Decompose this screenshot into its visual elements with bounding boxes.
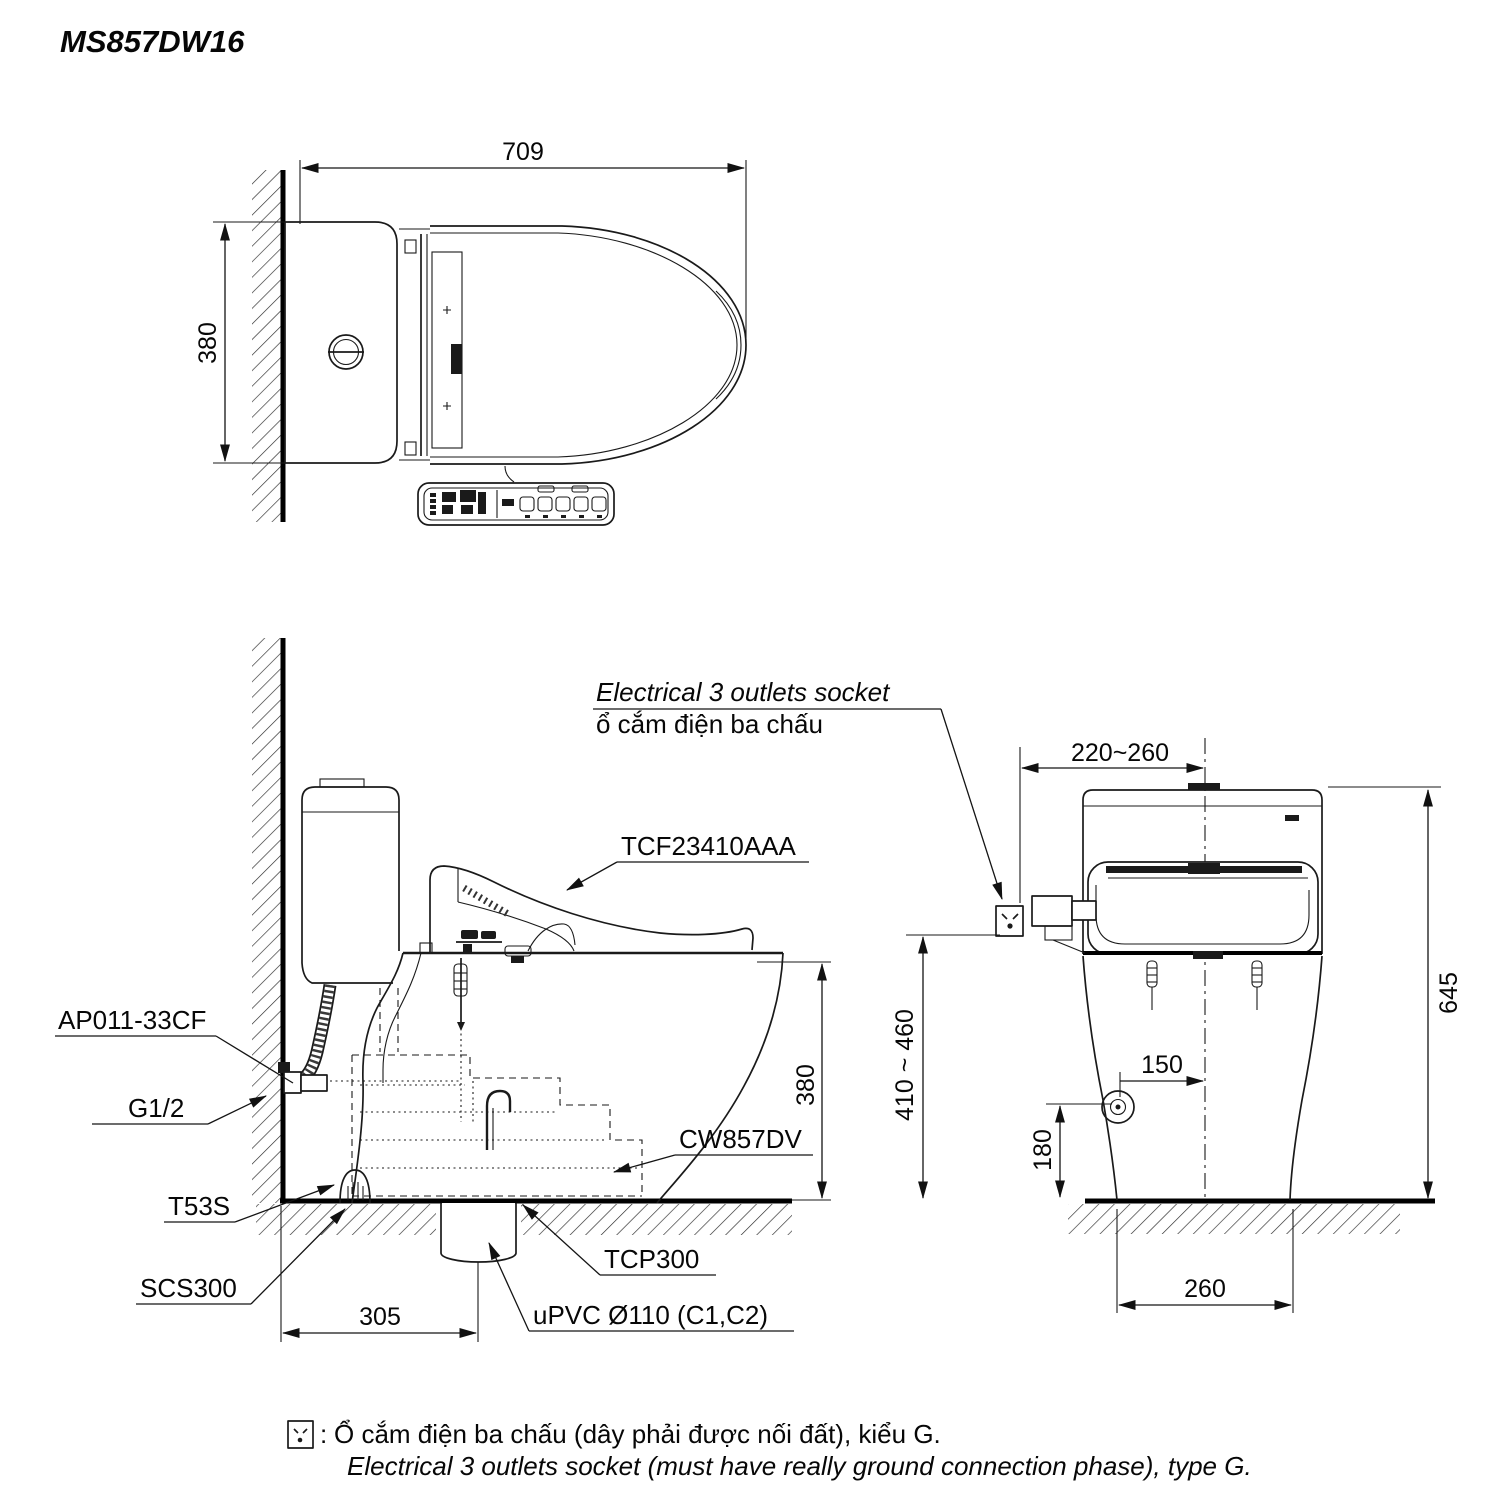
dimension-socket-offset: 220~260 xyxy=(1019,739,1205,903)
remote-control xyxy=(417,465,615,526)
legend-line-en: Electrical 3 outlets socket (must have r… xyxy=(347,1451,1252,1481)
callout-washlet: TCF23410AAA xyxy=(566,831,809,891)
dimension-seat-height: 380 xyxy=(757,961,831,1200)
dim-total-height-value: 645 xyxy=(1435,972,1463,1014)
dim-trap-distance-value: 305 xyxy=(359,1303,401,1331)
dimension-trap-distance: 305 xyxy=(280,1206,479,1342)
seat-lid-plan xyxy=(430,225,747,465)
brand-logo xyxy=(1285,815,1299,821)
legend-line-vi: Ổ cắm điện ba chấu (dây phải được nối đấ… xyxy=(334,1419,941,1449)
socket-icon xyxy=(995,905,1024,937)
dim-socket-offset-value: 220~260 xyxy=(1071,739,1169,767)
washlet-side xyxy=(429,865,754,1031)
water-inlet xyxy=(1101,1090,1135,1124)
stop-valve-model: AP011-33CF xyxy=(58,1005,206,1035)
washlet-body-plan xyxy=(399,228,463,461)
washlet-front xyxy=(1083,861,1322,959)
side-view: 380 305 Electrical 3 outlets socket ổ cắ… xyxy=(55,638,1003,1342)
dimension-total-height: 645 xyxy=(1328,786,1463,1200)
dimension-socket-height: 410 ~ 460 xyxy=(891,934,1000,1200)
supply-hose xyxy=(278,984,474,1122)
hose-coupling xyxy=(300,1074,328,1092)
adapter-label: TCP300 xyxy=(604,1244,699,1274)
drain-pipe-label: uPVC Ø110 (C1,C2) xyxy=(533,1300,768,1330)
dim-socket-height-value: 410 ~ 460 xyxy=(891,1009,919,1121)
bowl-model: CW857DV xyxy=(679,1124,802,1154)
dim-top-depth-value: 380 xyxy=(194,322,222,364)
drain-pipe xyxy=(440,1203,517,1263)
tank-plan xyxy=(284,221,398,464)
callout-bowl: CW857DV xyxy=(612,1124,813,1173)
flange-label: SCS300 xyxy=(140,1273,237,1303)
tank-front xyxy=(1082,783,1323,954)
wall-hatch xyxy=(252,638,281,1203)
callout-drain-pipe: uPVC Ø110 (C1,C2) xyxy=(488,1242,794,1332)
tank-side xyxy=(301,778,400,984)
pedestal-front xyxy=(1082,955,1323,1201)
trapway-hidden xyxy=(351,988,643,1197)
dim-base-width-value: 260 xyxy=(1184,1275,1226,1303)
wall-hatch xyxy=(252,170,281,522)
dim-seat-height-value: 380 xyxy=(792,1064,820,1106)
thread-label: G1/2 xyxy=(128,1093,184,1123)
dimension-inlet-offset: 150 xyxy=(1119,1051,1205,1097)
floor-hatch xyxy=(521,1204,792,1235)
floor-hatch xyxy=(1068,1204,1400,1234)
valve-anchor xyxy=(278,1062,290,1073)
callout-adapter: TCP300 xyxy=(522,1204,716,1276)
dim-top-width-value: 709 xyxy=(502,138,544,166)
legend: : Ổ cắm điện ba chấu (dây phải được nối … xyxy=(287,1419,1252,1481)
dimension-top-depth: 380 xyxy=(194,221,288,464)
socket-label-vi: ổ cắm điện ba chấu xyxy=(596,709,823,739)
dim-inlet-height-value: 180 xyxy=(1029,1129,1057,1171)
bowl-side xyxy=(351,942,784,1204)
legend-separator: : xyxy=(320,1419,327,1449)
dim-inlet-offset-value: 150 xyxy=(1141,1051,1183,1079)
dimension-inlet-height: 180 xyxy=(1029,1103,1112,1199)
callout-thread: G1/2 xyxy=(92,1093,267,1125)
callout-stop-valve: AP011-33CF xyxy=(55,1005,294,1084)
top-view-plan: 709 380 xyxy=(194,138,747,526)
dimension-top-width: 709 xyxy=(299,138,747,338)
callout-fitting: T53S xyxy=(164,1184,335,1223)
fitting-label: T53S xyxy=(168,1191,230,1221)
inlet-pipe xyxy=(485,1089,512,1150)
page-title: MS857DW16 xyxy=(60,24,245,59)
dimension-base-width: 260 xyxy=(1116,1209,1294,1313)
socket-icon xyxy=(287,1420,314,1449)
mounting-bolts xyxy=(1146,960,1263,1010)
floor-hatch xyxy=(256,1204,436,1235)
socket-label-en: Electrical 3 outlets socket xyxy=(596,677,891,707)
washlet-model: TCF23410AAA xyxy=(621,831,797,861)
floor-fitting xyxy=(339,1169,371,1204)
side-bracket xyxy=(1031,895,1097,954)
callout-flange: SCS300 xyxy=(136,1208,346,1305)
callout-socket-heading: Electrical 3 outlets socket ổ cắm điện b… xyxy=(593,677,1003,900)
front-view: 220~260 645 410 ~ 460 150 180 xyxy=(891,738,1463,1313)
